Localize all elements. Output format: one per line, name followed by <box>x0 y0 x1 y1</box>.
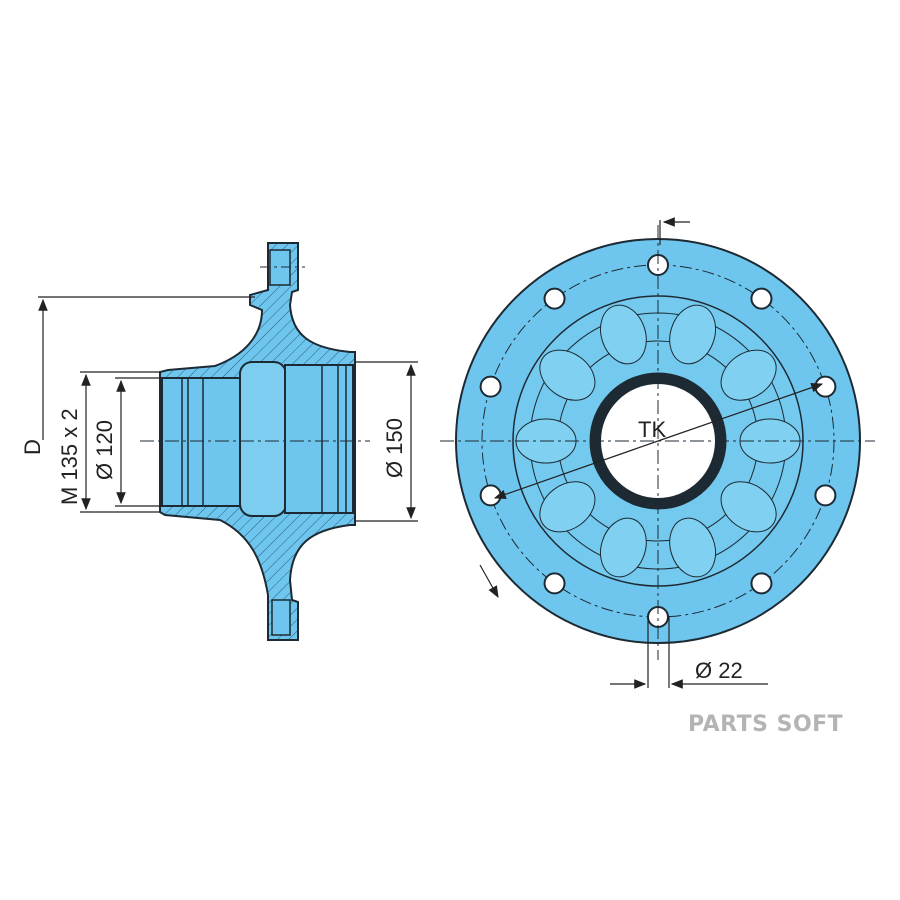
bolt-hole <box>750 287 773 310</box>
bolt-hole <box>479 484 502 507</box>
dim-tk-label: TK <box>638 417 666 442</box>
hub-lobe <box>720 349 777 401</box>
hub-lobe <box>600 304 647 365</box>
side-dimensions <box>38 296 418 522</box>
dim-thread-label: M 135 x 2 <box>57 408 82 505</box>
right-bore <box>284 364 354 514</box>
bolt-hole <box>750 572 773 595</box>
hub-lobe <box>539 349 596 401</box>
front-dimensions <box>479 217 824 689</box>
hub-lobe <box>600 517 647 578</box>
left-bore <box>161 377 241 507</box>
hub-lobe <box>539 481 596 533</box>
bolt-hole <box>814 484 837 507</box>
front-view <box>440 225 875 660</box>
center-cavity <box>239 361 287 517</box>
bolt-hole <box>543 572 566 595</box>
dim-outer-label: Ø 150 <box>382 418 407 478</box>
hub-lobes <box>515 304 801 578</box>
hub-lobe <box>669 517 716 578</box>
dim-inner-label: Ø 120 <box>92 420 117 480</box>
bolt-holes <box>479 254 837 628</box>
dim-hole-label: Ø 22 <box>695 658 743 683</box>
dim-d-label: D <box>20 439 45 455</box>
hub-lobe <box>720 481 777 533</box>
bolt-hole <box>479 375 502 398</box>
watermark: PARTS SOFT <box>688 712 844 737</box>
dim-tk-line <box>657 383 824 442</box>
side-section-view <box>140 242 370 641</box>
bolt-hole <box>543 287 566 310</box>
bolt-hole <box>814 375 837 398</box>
hub-lobe <box>669 304 716 365</box>
